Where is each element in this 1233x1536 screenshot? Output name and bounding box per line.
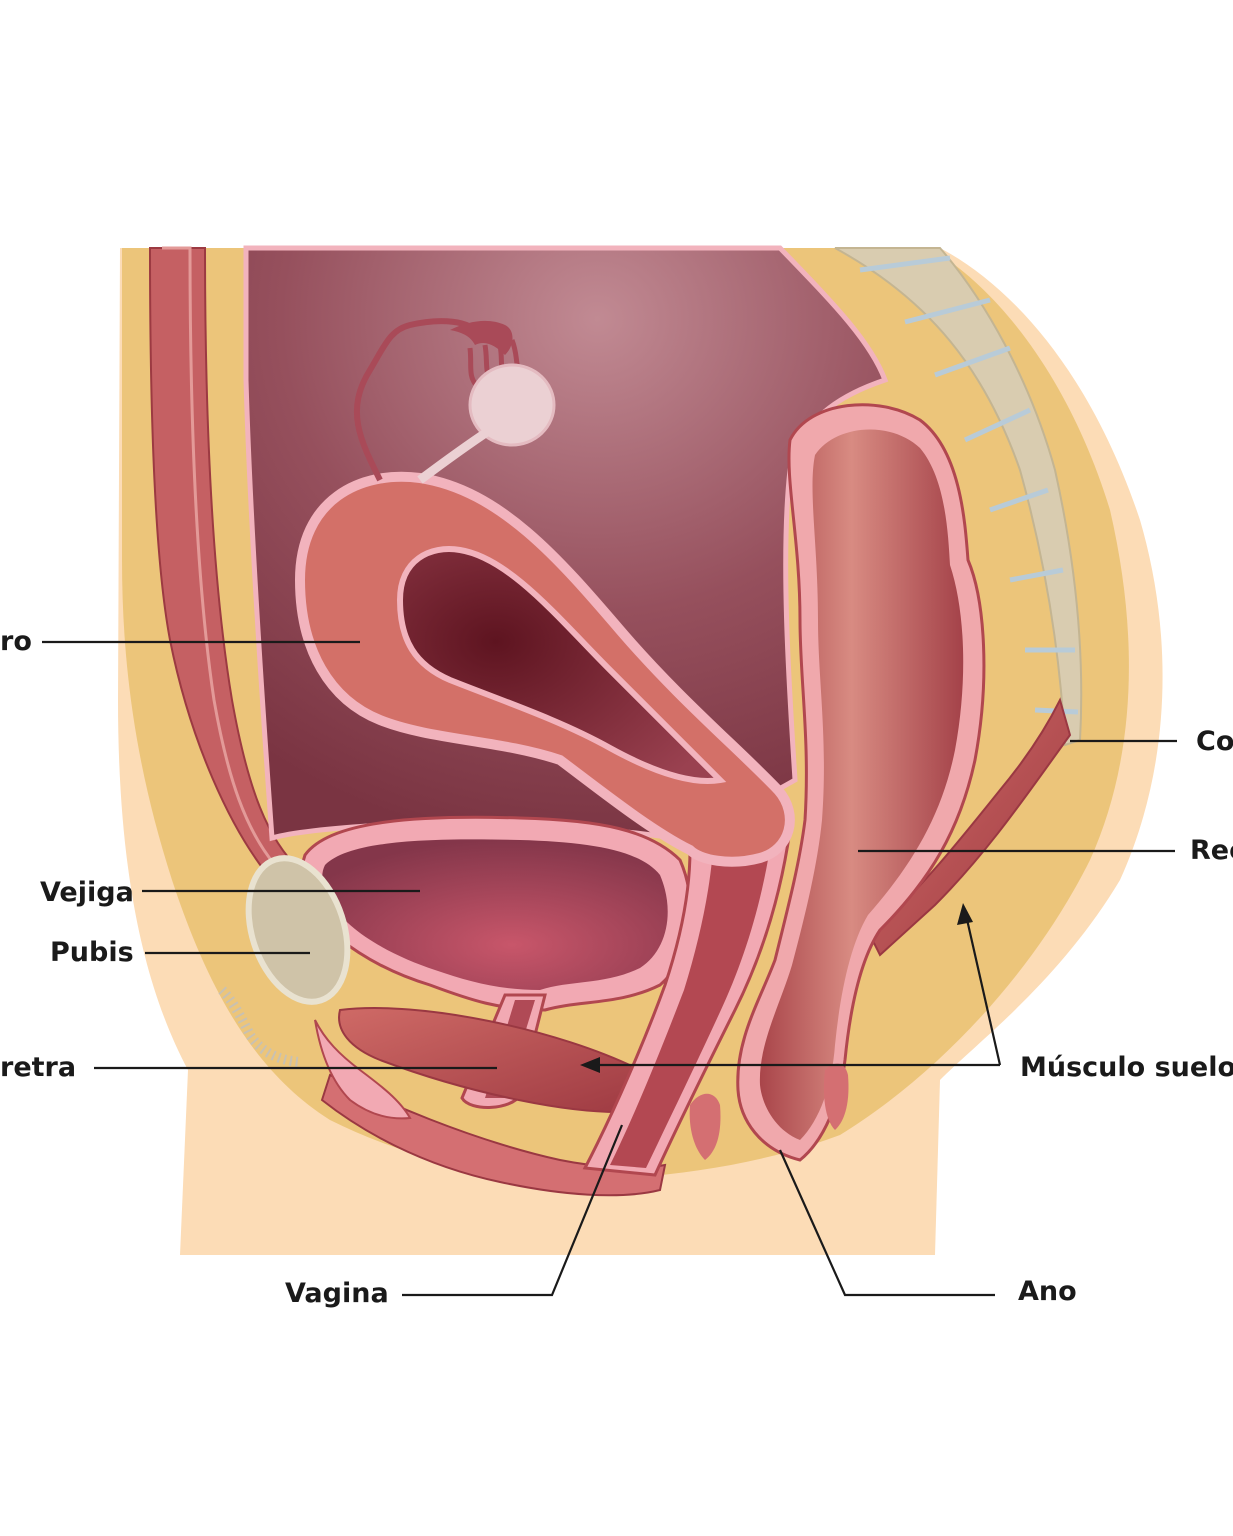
anal-sphincter-right <box>823 1063 849 1130</box>
label-uretra-text: retra <box>0 1052 76 1083</box>
bladder-lumen <box>322 839 668 990</box>
label-vagina: Vagina <box>285 1124 624 1309</box>
label-utero: ro <box>0 626 360 657</box>
label-vejiga-text: Vejiga <box>40 877 134 908</box>
label-vejiga: Vejiga <box>40 877 420 908</box>
perineal-body <box>320 1073 667 1197</box>
uterine-cavity <box>396 546 727 784</box>
arrowhead-musculo-suelo-posterior <box>957 903 973 925</box>
leader-musculo-suelo-posterior <box>964 914 1002 1066</box>
abdominal-muscle-inner <box>162 246 277 866</box>
label-pubis-text: Pubis <box>50 937 134 968</box>
leader-vagina <box>402 1124 624 1297</box>
label-ano-text: Ano <box>1018 1276 1077 1307</box>
pubis-bone <box>245 855 351 1005</box>
anal-sphincter-left <box>689 1093 721 1160</box>
label-utero-text: ro <box>0 626 32 657</box>
leader-ano <box>778 1149 995 1297</box>
label-pubis: Pubis <box>50 937 310 968</box>
vulva-fold <box>314 1019 412 1120</box>
label-coxis: Co <box>1070 726 1233 757</box>
label-recto: Rec <box>858 835 1233 866</box>
fallopian-tube <box>354 318 483 482</box>
ovarian-ligament <box>417 426 493 484</box>
label-recto-text: Rec <box>1190 835 1233 866</box>
label-ano: Ano <box>778 1149 1077 1307</box>
rectum-lumen <box>759 429 964 1141</box>
label-musculo-suelo-text: Músculo suelo <box>1020 1052 1233 1083</box>
arrowhead-musculo-suelo-anterior <box>580 1057 600 1073</box>
label-uretra: retra <box>0 1052 497 1083</box>
label-vagina-text: Vagina <box>285 1278 389 1309</box>
pelvic-floor-muscle-anterior <box>338 1007 652 1113</box>
pubic-hair <box>218 986 301 1067</box>
vagina-lumen <box>610 848 770 1168</box>
label-coxis-text: Co <box>1196 726 1233 757</box>
label-musculo-suelo: Músculo suelo <box>580 903 1233 1083</box>
fimbriae <box>450 320 513 355</box>
ovary <box>468 363 556 447</box>
